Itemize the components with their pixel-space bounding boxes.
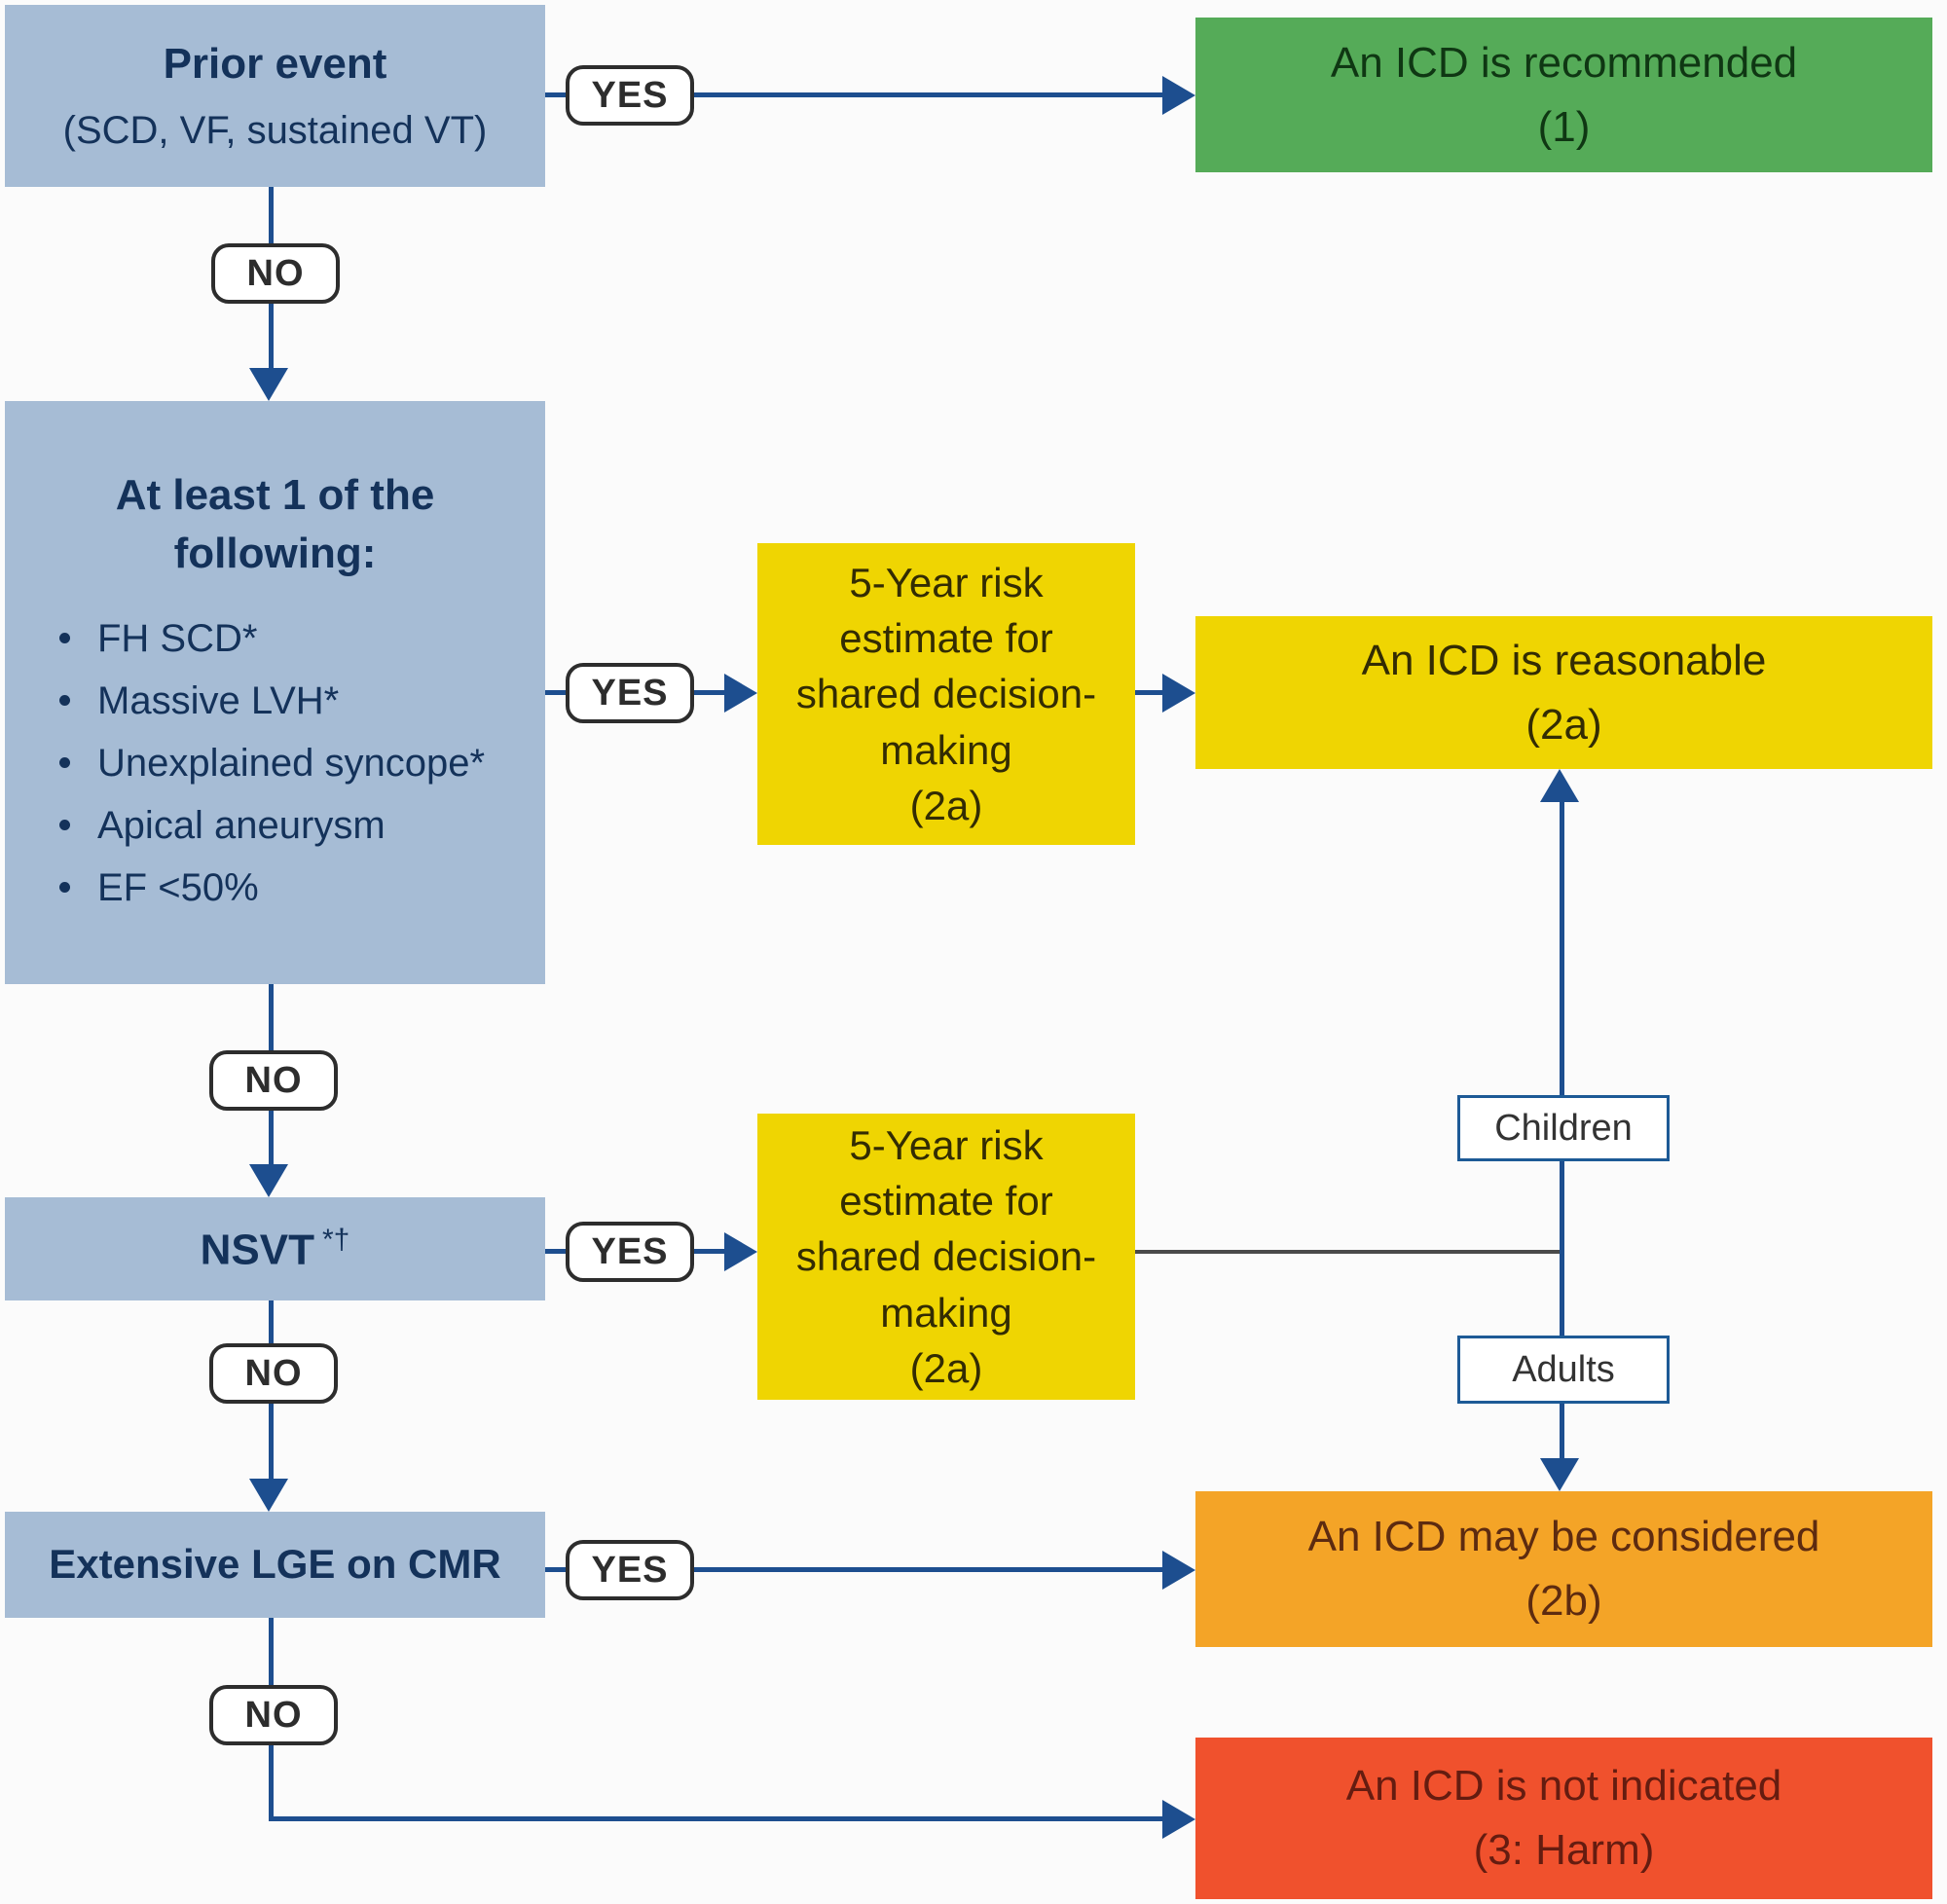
list-item: FH SCD* — [59, 607, 545, 670]
connector-line — [269, 1111, 274, 1164]
connector-line — [269, 304, 274, 370]
criteria-heading-line2: following: — [173, 529, 377, 577]
risk-line: shared decision- — [795, 671, 1097, 717]
connector-line — [269, 1816, 1162, 1821]
risk-line: shared decision- — [795, 1233, 1097, 1280]
connector-line — [269, 984, 274, 1050]
node-title: Prior event — [163, 39, 387, 88]
connector-line — [269, 1404, 274, 1479]
bullet-icon — [59, 633, 70, 644]
connector-line — [545, 690, 566, 695]
node-extensive-lge: Extensive LGE on CMR — [5, 1512, 545, 1618]
outcome-class: (2a) — [1525, 700, 1602, 749]
outcome-text: An ICD is reasonable — [1361, 636, 1767, 684]
risk-estimate-box-2: 5-Year risk estimate for shared decision… — [757, 1114, 1135, 1400]
connector-line — [269, 1745, 274, 1821]
node-nsvt: NSVT*† — [5, 1197, 545, 1300]
outcome-not-indicated: An ICD is not indicated (3: Harm) — [1195, 1738, 1932, 1899]
yes-pill-1: YES — [566, 65, 694, 126]
risk-line: (2a) — [909, 782, 983, 828]
connector-line — [694, 1567, 1162, 1572]
nsvt-footnote-marks: *† — [322, 1223, 350, 1256]
node-risk-criteria: At least 1 of the following: FH SCD* Mas… — [5, 401, 545, 984]
risk-line: making — [880, 1289, 1012, 1336]
arrowhead-down — [1540, 1458, 1579, 1491]
risk-line: estimate for — [839, 1178, 1053, 1225]
list-item-label: Massive LVH* — [97, 678, 340, 722]
risk-line: 5-Year risk — [849, 1122, 1044, 1169]
arrowhead-right — [724, 1232, 757, 1271]
connector-line — [694, 92, 1162, 97]
list-item: Apical aneurysm — [59, 794, 545, 857]
arrowhead-up — [1540, 769, 1579, 802]
bullet-icon — [59, 757, 70, 769]
yes-pill-2: YES — [566, 663, 694, 723]
outcome-text: An ICD may be considered — [1307, 1513, 1820, 1560]
connector-line — [545, 1567, 566, 1572]
criteria-list: FH SCD* Massive LVH* Unexplained syncope… — [5, 607, 545, 919]
connector-line — [694, 690, 724, 695]
risk-line: 5-Year risk — [849, 560, 1044, 606]
arrowhead-right — [1162, 76, 1195, 115]
bullet-icon — [59, 820, 70, 831]
adults-tag: Adults — [1457, 1336, 1670, 1404]
list-item-label: EF <50% — [97, 865, 259, 909]
list-item: Massive LVH* — [59, 670, 545, 732]
node-prior-event: Prior event (SCD, VF, sustained VT) — [5, 5, 545, 187]
connector-line — [1135, 690, 1162, 695]
list-item-label: Unexplained syncope* — [97, 741, 486, 785]
risk-line: estimate for — [839, 615, 1053, 662]
outcome-may-be-considered: An ICD may be considered (2b) — [1195, 1491, 1932, 1647]
list-item: EF <50% — [59, 857, 545, 919]
outcome-text: An ICD is not indicated — [1345, 1762, 1782, 1810]
list-item-label: FH SCD* — [97, 616, 258, 660]
bullet-icon — [59, 882, 70, 894]
connector-line-branch — [1135, 1250, 1561, 1254]
no-pill-2: NO — [209, 1050, 338, 1111]
connector-line — [269, 1300, 274, 1343]
no-pill-4: NO — [209, 1685, 338, 1745]
arrowhead-right — [1162, 1800, 1195, 1839]
list-item-label: Apical aneurysm — [97, 803, 386, 847]
outcome-class: (1) — [1537, 102, 1591, 151]
connector-line — [269, 187, 274, 243]
arrowhead-right — [724, 674, 757, 713]
node-subtitle: (SCD, VF, sustained VT) — [62, 109, 488, 153]
connector-line — [545, 1249, 566, 1254]
risk-line: (2a) — [909, 1344, 983, 1391]
risk-line: making — [880, 726, 1012, 773]
connector-line — [269, 1618, 274, 1685]
outcome-class: (2b) — [1525, 1577, 1602, 1625]
list-item: Unexplained syncope* — [59, 732, 545, 794]
criteria-heading-line1: At least 1 of the — [115, 471, 435, 520]
outcome-reasonable: An ICD is reasonable (2a) — [1195, 616, 1932, 769]
yes-pill-3: YES — [566, 1222, 694, 1282]
connector-line — [694, 1249, 724, 1254]
outcome-recommended: An ICD is recommended (1) — [1195, 18, 1932, 172]
arrowhead-right — [1162, 674, 1195, 713]
no-pill-3: NO — [209, 1343, 338, 1404]
connector-line — [545, 92, 566, 97]
bullet-icon — [59, 695, 70, 707]
yes-pill-4: YES — [566, 1540, 694, 1600]
arrowhead-right — [1162, 1551, 1195, 1590]
node-title: Extensive LGE on CMR — [49, 1541, 501, 1588]
no-pill-1: NO — [211, 243, 340, 304]
arrowhead-down — [249, 368, 288, 401]
arrowhead-down — [249, 1479, 288, 1512]
node-title: NSVT*† — [200, 1223, 350, 1274]
outcome-text: An ICD is recommended — [1330, 38, 1798, 87]
risk-estimate-box-1: 5-Year risk estimate for shared decision… — [757, 543, 1135, 845]
arrowhead-down — [249, 1164, 288, 1197]
outcome-class: (3: Harm) — [1473, 1826, 1655, 1874]
children-tag: Children — [1457, 1095, 1670, 1161]
